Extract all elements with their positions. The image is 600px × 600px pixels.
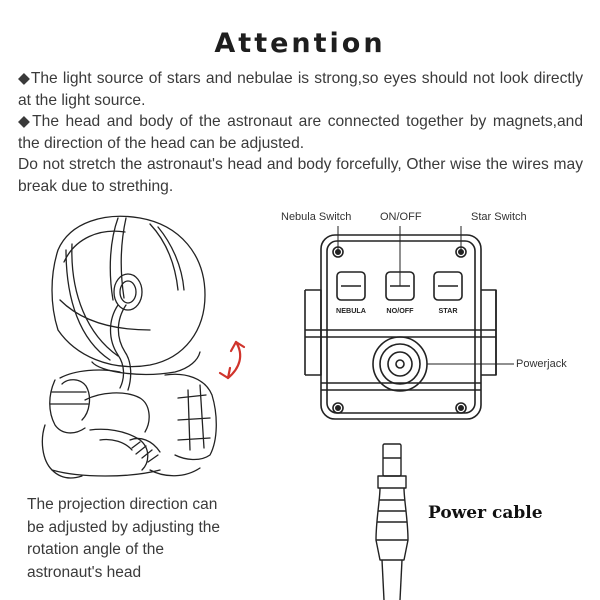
- page-title: Attention: [214, 28, 386, 59]
- warning-eyes: ◆The light source of stars and nebulae i…: [18, 70, 583, 109]
- rotation-arrow-icon: [218, 340, 246, 380]
- leader-lines: [337, 226, 514, 365]
- switch-label-nebula: NEBULA: [336, 306, 366, 315]
- power-cable-illustration: [375, 443, 409, 600]
- nebula-switch: [336, 271, 366, 301]
- control-box-diagram: [304, 234, 497, 420]
- label-on-off: ON/OFF: [380, 211, 422, 223]
- switch-label-star: STAR: [438, 306, 458, 315]
- switch-label-no-off: NO/OFF: [386, 306, 414, 315]
- power-cable-label: Power cable: [428, 503, 543, 523]
- warning-magnets: ◆The head and body of the astronaut are …: [18, 113, 583, 152]
- caption-line: The projection direction can: [27, 496, 218, 513]
- warning-stretch: Do not stretch the astronaut's head and …: [18, 156, 583, 195]
- caption-line: astronaut's head: [27, 563, 142, 581]
- label-star-switch: Star Switch: [471, 211, 527, 223]
- star-switch: [433, 271, 463, 301]
- astronaut-illustration: [41, 215, 217, 479]
- caption-line: rotation angle of the: [27, 541, 165, 558]
- label-nebula-switch: Nebula Switch: [281, 211, 352, 223]
- projection-caption: The projection direction can be adjusted…: [27, 494, 277, 584]
- label-powerjack: Powerjack: [516, 358, 567, 370]
- caption-line: be adjusted by adjusting the: [27, 518, 221, 536]
